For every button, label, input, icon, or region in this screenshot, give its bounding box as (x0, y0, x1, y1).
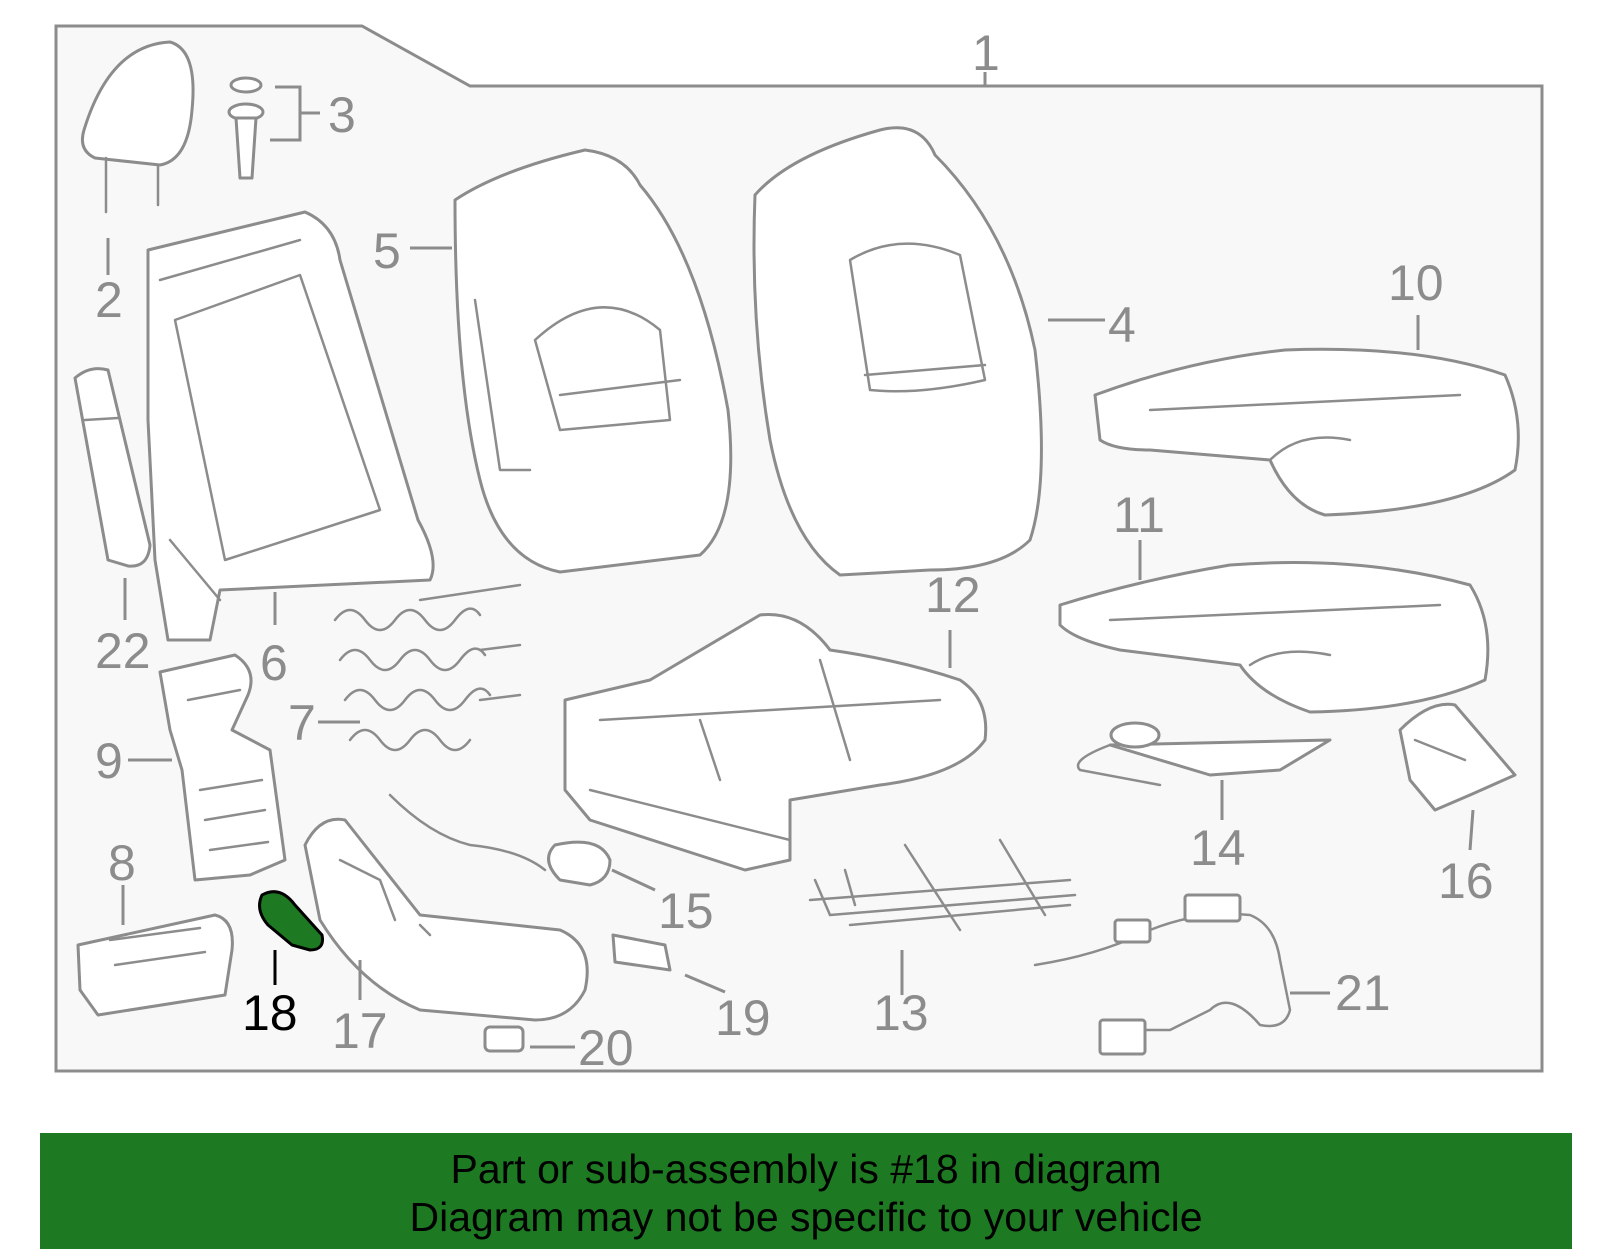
callout-21: 21 (1335, 965, 1391, 1021)
callout-labels: 1 2 3 4 5 6 7 8 9 10 11 12 13 14 15 16 1… (95, 25, 1494, 1076)
part-18-highlighted[interactable] (258, 890, 324, 952)
info-banner: Part or sub-assembly is #18 in diagram D… (40, 1133, 1572, 1249)
callout-20: 20 (578, 1020, 634, 1076)
part-14-heater[interactable] (1076, 721, 1332, 787)
callout-22: 22 (95, 623, 151, 679)
callout-12: 12 (925, 567, 981, 623)
part-20-knob[interactable] (483, 1025, 525, 1053)
callout-3: 3 (328, 87, 356, 143)
part-19-switch[interactable] (611, 933, 672, 972)
part-6-seatback-frame[interactable] (146, 210, 435, 642)
seat-parts-diagram: 1 2 3 4 5 6 7 8 9 10 11 12 13 14 15 16 1… (54, 24, 1544, 1076)
callout-6: 6 (260, 635, 288, 691)
callout-2: 2 (95, 272, 123, 328)
callout-5: 5 (373, 223, 401, 279)
callout-17: 17 (332, 1003, 388, 1059)
callout-7: 7 (288, 695, 316, 751)
part-3-headrest-guides[interactable] (227, 76, 265, 180)
callout-4: 4 (1108, 297, 1136, 353)
part-7-suspension-spring[interactable] (333, 583, 522, 752)
part-17-side-shield[interactable] (303, 817, 589, 1022)
callout-16: 16 (1438, 853, 1494, 909)
part-16-bracket[interactable] (1398, 702, 1517, 812)
callout-13: 13 (873, 985, 929, 1041)
assembly-panel (54, 24, 1544, 1073)
part-9-lumbar-panel[interactable] (158, 653, 287, 882)
part-2-headrest[interactable] (80, 40, 195, 214)
banner-line-2: Diagram may not be specific to your vehi… (409, 1194, 1203, 1240)
callout-1: 1 (972, 25, 1000, 81)
callout-9: 9 (95, 733, 123, 789)
callout-10: 10 (1388, 255, 1444, 311)
part-4-seatback-cover[interactable] (752, 126, 1043, 577)
callout-15: 15 (658, 883, 714, 939)
leader-lines (106, 72, 1475, 1049)
callout-19: 19 (715, 990, 771, 1046)
callout-18: 18 (242, 985, 298, 1041)
part-8-lumbar-module[interactable] (76, 913, 234, 1017)
callout-8: 8 (108, 835, 136, 891)
part-5-seatback-pad[interactable] (453, 148, 733, 574)
part-12-seat-adjuster[interactable] (563, 612, 988, 872)
callout-14: 14 (1190, 820, 1246, 876)
callout-11: 11 (1113, 487, 1165, 543)
part-22-side-panel[interactable] (73, 367, 152, 568)
banner-line-1: Part or sub-assembly is #18 in diagram (450, 1146, 1162, 1192)
part-15-switch-cable[interactable] (388, 793, 612, 887)
part-10-cushion-cover[interactable] (1093, 347, 1520, 517)
part-13-cushion-suspension[interactable] (808, 838, 1077, 932)
part-21-wiring-harness[interactable] (1033, 893, 1292, 1056)
part-11-cushion-pad[interactable] (1058, 561, 1490, 714)
